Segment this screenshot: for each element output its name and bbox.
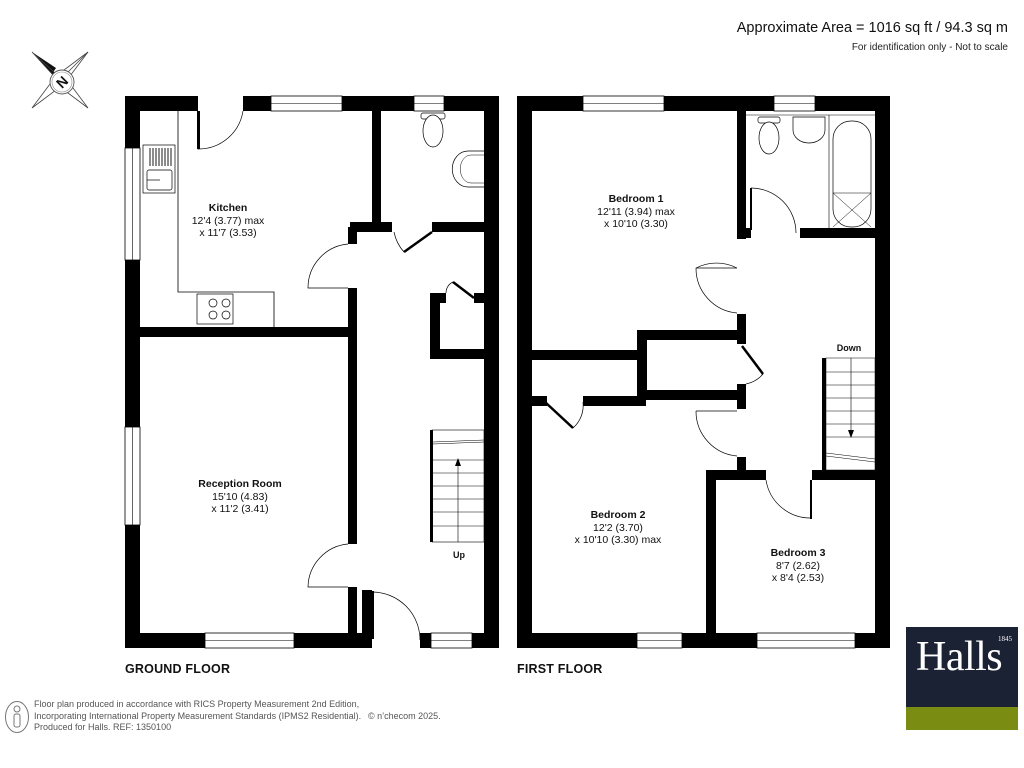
first-floor-fittings [544, 114, 876, 519]
logo-green-bar [906, 707, 1018, 730]
logo-navy-block [906, 627, 1018, 707]
compass-north-icon: N [31, 51, 89, 109]
footer-disclaimer: Floor plan produced in accordance with R… [34, 699, 441, 732]
stairs-down-label: Down [836, 343, 862, 353]
room-label-bedroom-3: Bedroom 3 8'7 (2.62) x 8'4 (2.53) [770, 547, 826, 584]
stairs-up-label: Up [453, 550, 465, 560]
room-label-bedroom-2: Bedroom 2 12'2 (3.70) x 10'10 (3.30) max [574, 509, 662, 546]
first-floor-plan [517, 95, 890, 649]
logo-wordmark: Halls [916, 634, 1003, 680]
approximate-area-title: Approximate Area = 1016 sq ft / 94.3 sq … [736, 20, 1008, 36]
logo-year: 1845 [998, 635, 1012, 643]
copyright-text: © n’checom 2025. [368, 710, 441, 721]
ground-floor-plan [124, 95, 499, 649]
room-label-kitchen: Kitchen 12'4 (3.77) max x 11'7 (3.53) [191, 202, 265, 239]
halls-logo: Halls 1845 [906, 627, 1018, 730]
room-label-reception-room: Reception Room 15'10 (4.83) x 11'2 (3.41… [198, 478, 282, 515]
ground-floor-title: GROUND FLOOR [125, 662, 231, 676]
ground-floor-fittings [142, 110, 485, 641]
identification-note: For identification only - Not to scale [851, 42, 1008, 53]
room-label-bedroom-1: Bedroom 1 12'11 (3.94) max x 10'10 (3.30… [597, 193, 675, 230]
person-info-icon [5, 701, 29, 733]
first-floor-title: FIRST FLOOR [517, 662, 603, 676]
